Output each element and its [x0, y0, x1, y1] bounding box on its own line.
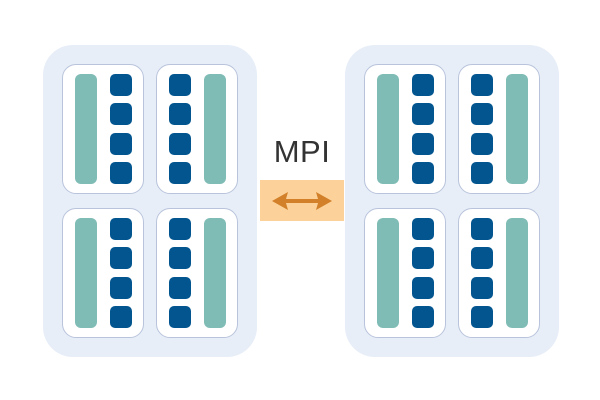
core-unit [168, 103, 191, 126]
memory-bar [376, 218, 399, 328]
core-column [411, 218, 434, 328]
core-column [168, 74, 191, 184]
core-unit [470, 218, 493, 240]
core-unit [470, 161, 493, 184]
core-unit [168, 276, 191, 299]
core-unit [411, 305, 434, 328]
core-unit [411, 132, 434, 155]
core-column [109, 218, 132, 328]
memory-bar [505, 218, 528, 328]
core-unit [168, 247, 191, 270]
core-column [411, 74, 434, 184]
socket-card [364, 208, 446, 338]
core-unit [109, 218, 132, 240]
core-unit [470, 74, 493, 96]
core-unit [168, 132, 191, 155]
core-unit [168, 218, 191, 240]
mpi-label: MPI [273, 134, 331, 169]
core-unit [109, 276, 132, 299]
core-unit [168, 74, 191, 96]
socket-card [62, 64, 144, 194]
core-unit [109, 305, 132, 328]
core-unit [109, 132, 132, 155]
socket-card [458, 208, 540, 338]
core-unit [411, 276, 434, 299]
memory-bar [74, 74, 97, 184]
socket-card [156, 64, 238, 194]
memory-bar [74, 218, 97, 328]
core-unit [470, 305, 493, 328]
memory-bar [376, 74, 399, 184]
socket-card [62, 208, 144, 338]
memory-bar [505, 74, 528, 184]
core-unit [470, 276, 493, 299]
mpi-link-box [260, 180, 344, 221]
core-unit [109, 74, 132, 96]
node-panel-right [345, 45, 559, 357]
core-column [168, 218, 191, 328]
core-unit [411, 74, 434, 96]
core-unit [109, 247, 132, 270]
core-unit [411, 218, 434, 240]
node-panel-left [43, 45, 257, 357]
core-unit [109, 161, 132, 184]
core-unit [411, 161, 434, 184]
core-unit [168, 305, 191, 328]
core-unit [168, 161, 191, 184]
socket-grid-left [62, 64, 238, 338]
core-column [109, 74, 132, 184]
core-unit [470, 132, 493, 155]
memory-bar [203, 74, 226, 184]
memory-bar [203, 218, 226, 328]
socket-card [364, 64, 446, 194]
core-unit [470, 247, 493, 270]
double-headed-horizontal-arrow-icon [270, 189, 334, 213]
socket-grid-right [364, 64, 540, 338]
core-unit [109, 103, 132, 126]
core-unit [470, 103, 493, 126]
core-unit [411, 247, 434, 270]
core-column [470, 74, 493, 184]
socket-card [156, 208, 238, 338]
core-unit [411, 103, 434, 126]
socket-card [458, 64, 540, 194]
core-column [470, 218, 493, 328]
